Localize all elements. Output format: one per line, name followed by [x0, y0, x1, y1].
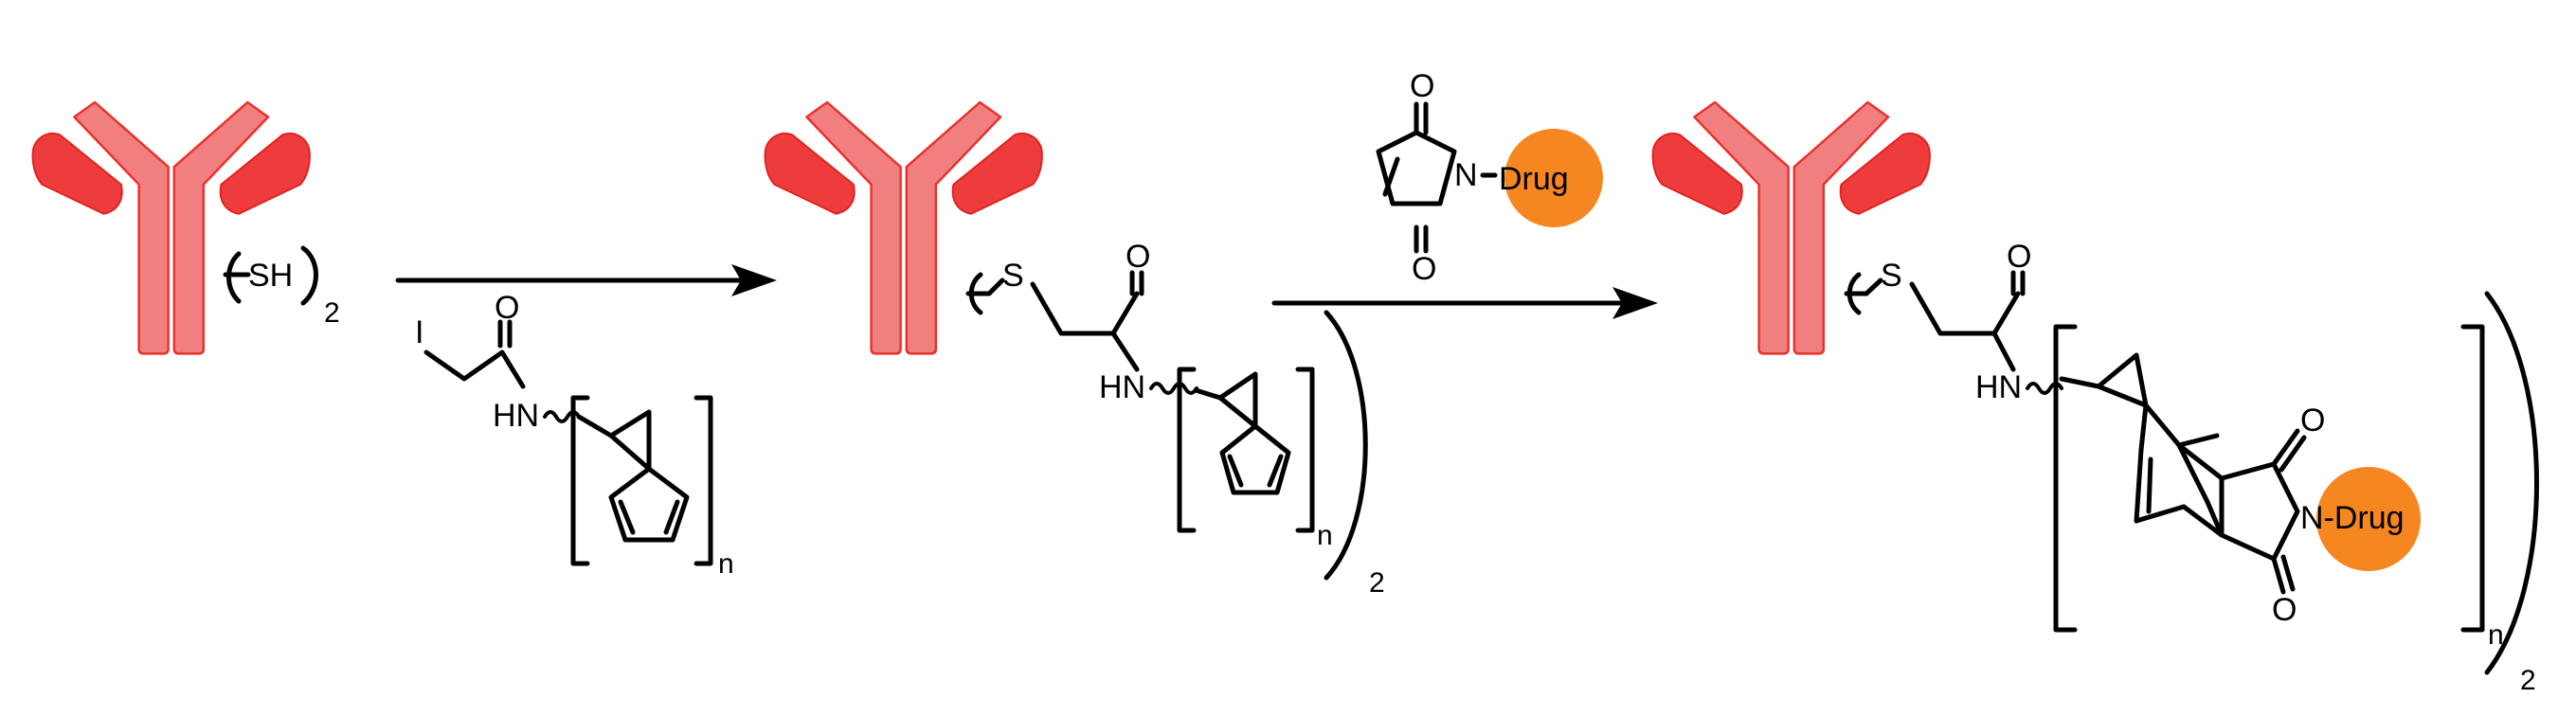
thiol-label: SH [248, 258, 293, 294]
product-amine: HN [1975, 369, 2022, 405]
antibody-2 [764, 100, 1044, 355]
antibody-1 [31, 100, 312, 355]
repeat-n-2: n [1317, 520, 1333, 551]
drug-circle [1504, 129, 1603, 227]
product-oxygen-top: O [2300, 403, 2325, 439]
intermediate-linker: S O HN n 2 [965, 239, 1385, 599]
product-drug-circle [2316, 467, 2421, 571]
oxygen-label: O [495, 290, 519, 326]
repeat-n: n [718, 548, 734, 580]
amine-label: HN [493, 398, 539, 434]
product-oxygen-bottom: O [2272, 592, 2297, 628]
sulfur-label: S [1002, 258, 1024, 294]
drug-label: Drug [1499, 161, 1569, 197]
product-n-drug: N-Drug [2300, 500, 2405, 536]
amine-label-2: HN [1099, 369, 1145, 405]
thiol-group: SH 2 [223, 245, 340, 329]
reaction-arrow-2 [1271, 287, 1658, 319]
product-conjugate: S O HN n O O N-Drug [1844, 239, 2539, 696]
antibody-3 [1651, 100, 1932, 355]
oxygen-label-2: O [1126, 239, 1150, 275]
product-multiplier: 2 [2520, 665, 2536, 696]
reagent-iodoacetamide: I O HN n [415, 290, 734, 580]
maleimide-oxygen-top: O [1410, 68, 1434, 104]
thiol-multiplier: 2 [324, 297, 340, 329]
iodo-label: I [415, 314, 423, 350]
product-oxygen: O [2007, 239, 2031, 275]
multiplier-2: 2 [1369, 567, 1385, 599]
product-sulfur: S [1881, 258, 1902, 294]
maleimide-nitrogen: N [1454, 157, 1478, 193]
reagent-maleimide-drug: O O N Drug [1376, 68, 1603, 287]
reaction-arrow-1 [395, 264, 777, 296]
maleimide-oxygen-bottom: O [1412, 251, 1436, 287]
product-repeat-n: n [2488, 619, 2504, 651]
